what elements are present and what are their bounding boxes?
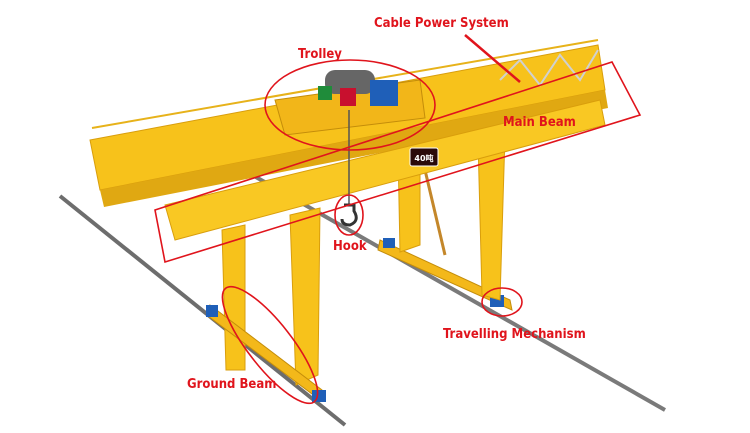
- capacity-sign-text: 40吨: [414, 153, 433, 163]
- label-main-beam: Main Beam: [503, 115, 576, 130]
- label-trolley: Trolley: [298, 47, 342, 62]
- right-rail: [239, 166, 666, 412]
- ground-beam-callout-ellipse: [221, 285, 319, 405]
- hook-shape: [340, 203, 358, 227]
- travelling-mechanism-callout-ellipse: [481, 287, 523, 317]
- capacity-sign: 40吨: [409, 147, 439, 167]
- label-travelling-mechanism: Travelling Mechanism: [443, 327, 586, 342]
- cable-truss: [499, 49, 599, 87]
- label-cable-power-system: Cable Power System: [374, 16, 509, 31]
- motor: [370, 80, 398, 106]
- rails: [58, 166, 666, 427]
- cable-power-pointer: [464, 34, 521, 83]
- trolley-callout-ellipse: [264, 59, 436, 151]
- label-hook: Hook: [333, 239, 367, 254]
- ladder: [423, 169, 447, 256]
- label-ground-beam: Ground Beam: [187, 377, 276, 392]
- left-ground-beam: [206, 304, 326, 402]
- main-beam-callout-box: [154, 61, 642, 264]
- annotations: [154, 34, 642, 405]
- hoist-drum: [325, 70, 375, 94]
- hook-callout-ellipse: [334, 194, 364, 236]
- left-rail: [58, 194, 347, 427]
- trolley: [274, 70, 426, 227]
